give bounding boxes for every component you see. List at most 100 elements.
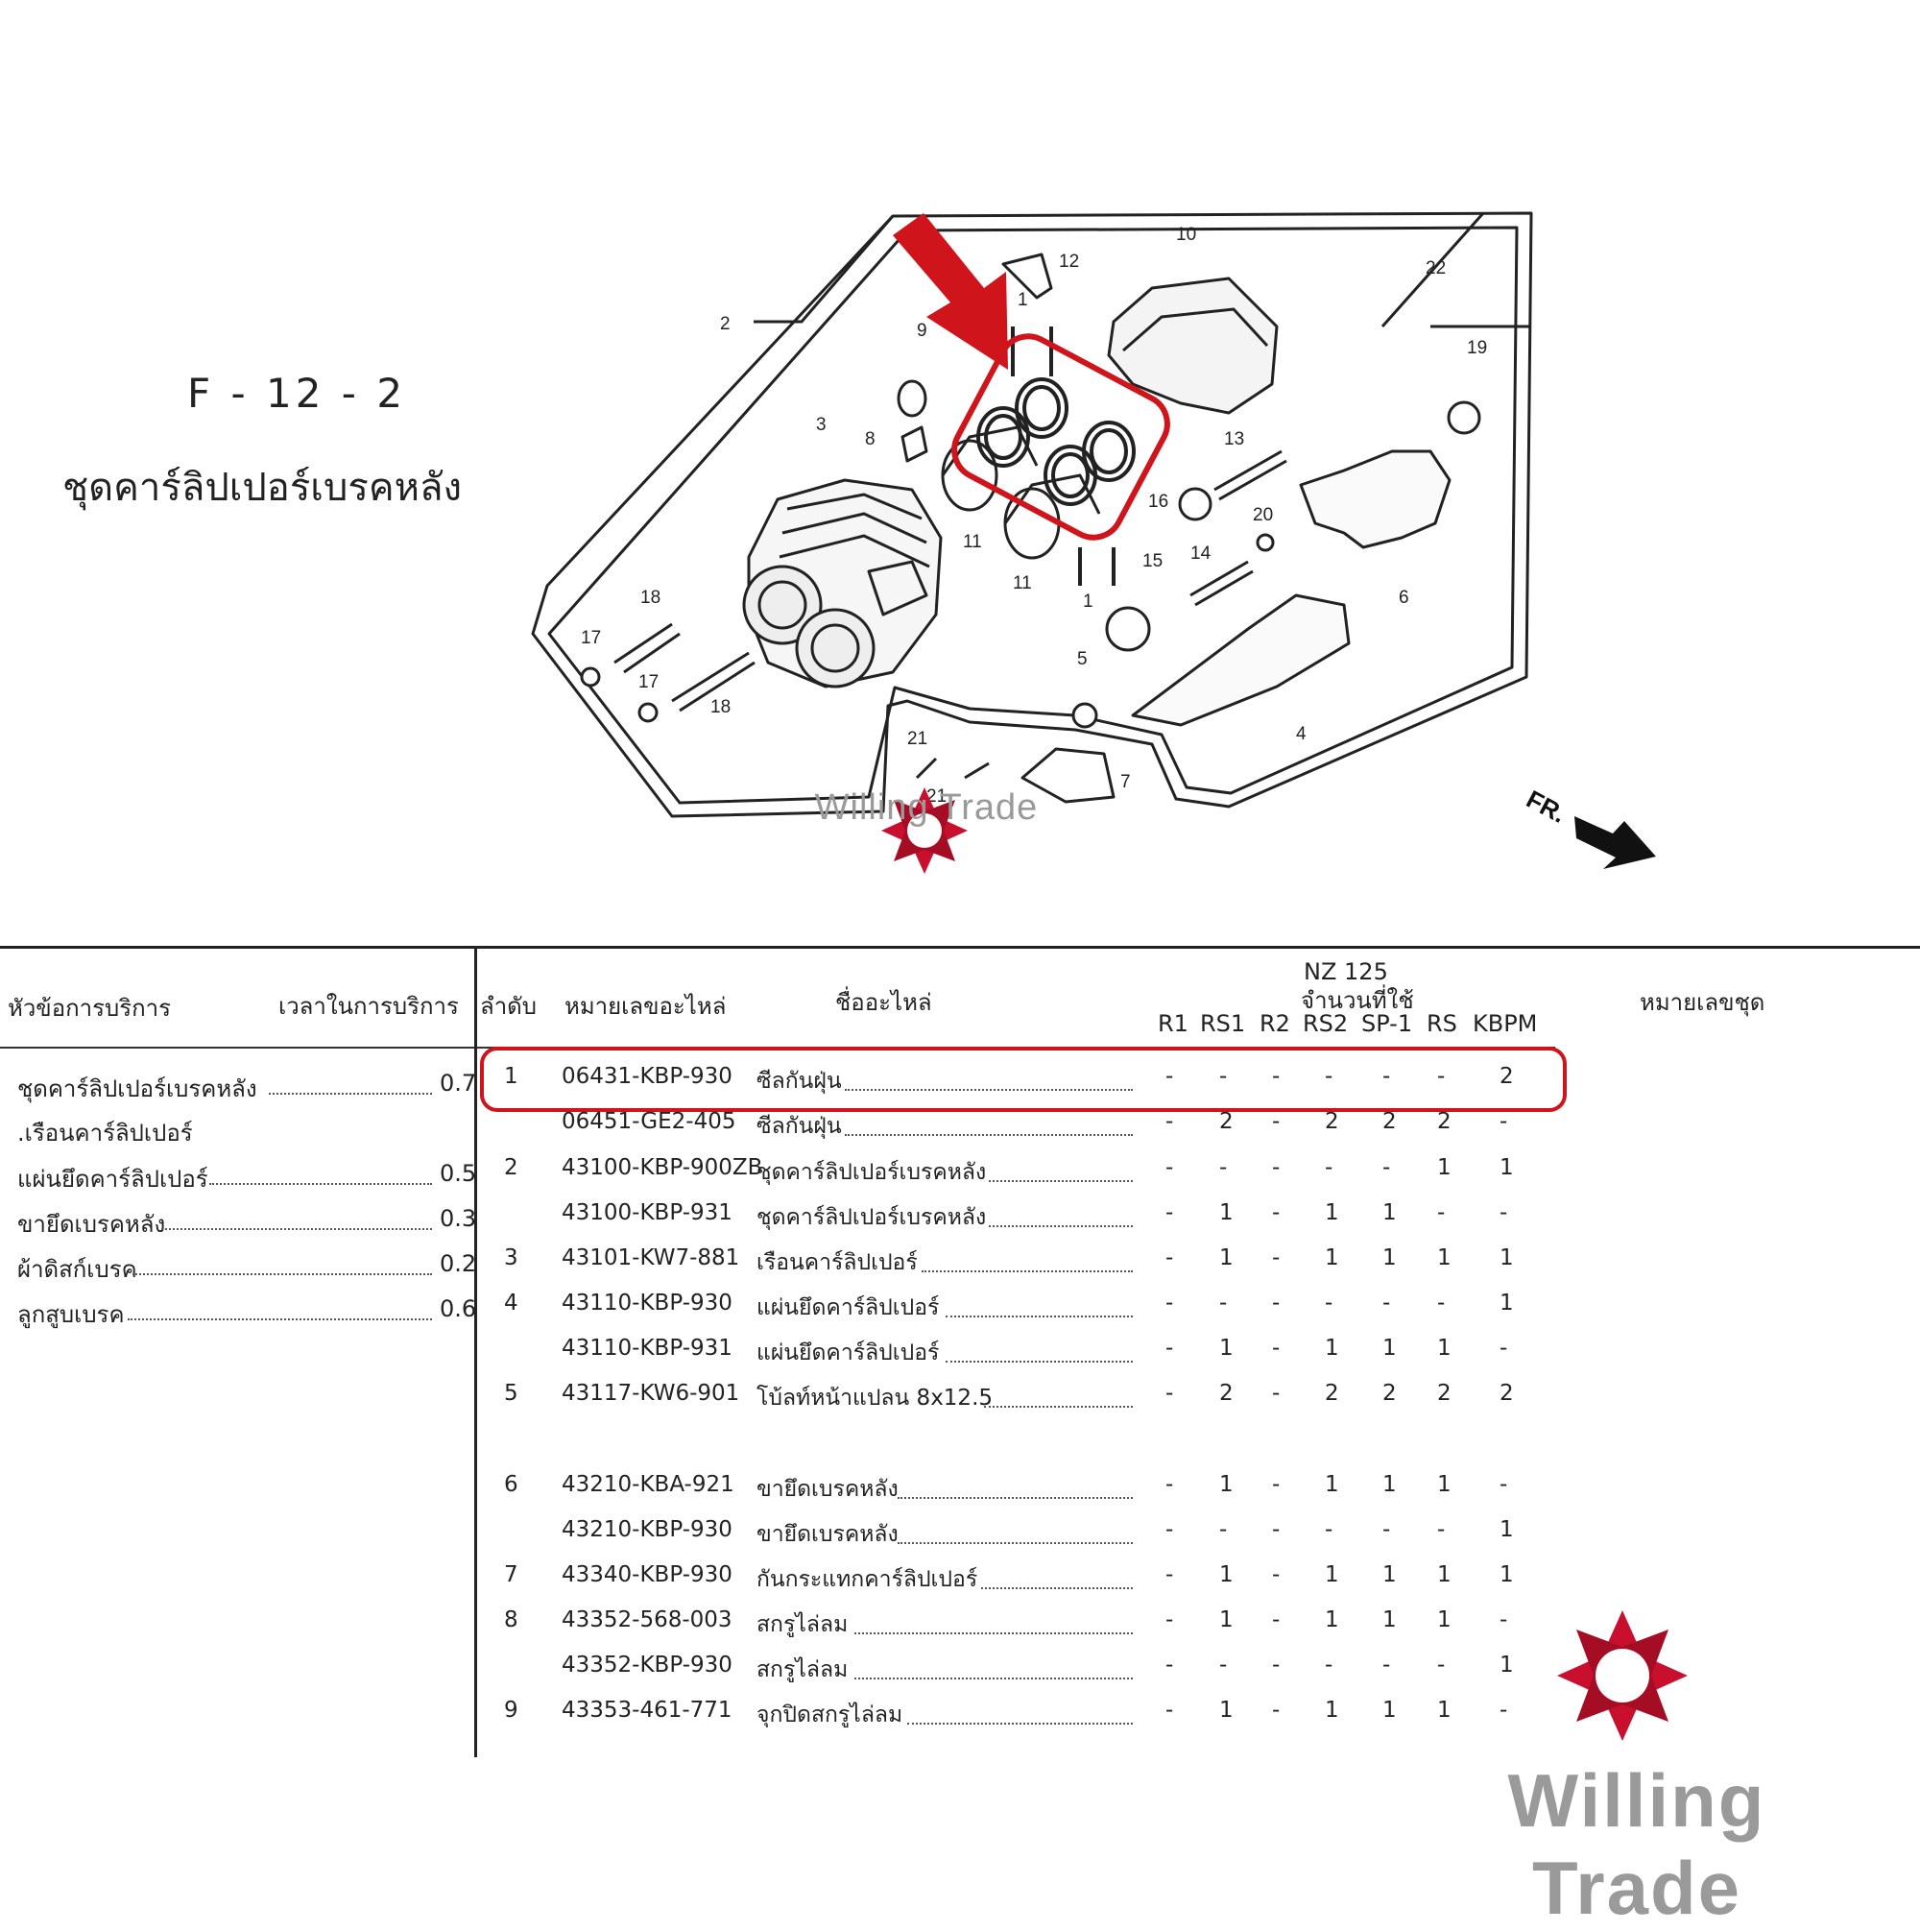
- leader-dots: [981, 1587, 1133, 1589]
- service-item-label: แผ่นยึดคาร์ลิปเปอร์: [17, 1166, 208, 1193]
- qty-kbpm: 1: [1500, 1653, 1514, 1678]
- leader-dots: [132, 1273, 432, 1275]
- qty-rs2: 2: [1325, 1109, 1339, 1134]
- svg-text:FR.: FR.: [1522, 785, 1571, 829]
- part-number: 06451-GE2-405: [562, 1109, 736, 1134]
- part-number: 43101-KW7-881: [562, 1245, 740, 1270]
- qty-sp1: -: [1382, 1653, 1391, 1678]
- part-number: 43100-KBP-931: [562, 1200, 732, 1225]
- qty-sp1: 1: [1382, 1562, 1397, 1587]
- stopper-plate-part: [1131, 593, 1351, 727]
- callout-number: 5: [1077, 649, 1088, 669]
- part-number: 43117-KW6-901: [562, 1381, 740, 1406]
- header-model: NZ 125: [1304, 958, 1388, 985]
- willing-trade-logo-small: [881, 787, 968, 874]
- ref-no: 8: [504, 1607, 518, 1632]
- bushing-19: [1447, 400, 1481, 435]
- header-variant-r1: R1: [1158, 1010, 1188, 1037]
- callout-number: 4: [1296, 724, 1307, 744]
- ref-no: 9: [504, 1698, 518, 1723]
- qty-r2: -: [1272, 1517, 1281, 1542]
- qty-rs1: -: [1219, 1064, 1228, 1089]
- qty-r2: -: [1272, 1064, 1281, 1089]
- qty-rs2: 1: [1325, 1607, 1339, 1632]
- qty-kbpm: 1: [1500, 1291, 1514, 1316]
- qty-rs: -: [1437, 1064, 1446, 1089]
- row-highlight-box: [480, 1047, 1567, 1112]
- service-item-label: ชุดคาร์ลิปเปอร์เบรคหลัง: [17, 1075, 257, 1102]
- service-item: ขายึดเบรคหลัง 0.3: [17, 1205, 476, 1238]
- qty-r1: -: [1165, 1336, 1174, 1361]
- watermark-small: Willing Trade: [806, 787, 1046, 829]
- qty-sp1: -: [1382, 1291, 1391, 1316]
- table-row: 06451-GE2-405 ซีลกันฝุ่น - 2 - 2 2 2 -: [0, 1109, 1920, 1147]
- callout-number: 22: [1426, 258, 1446, 278]
- part-name: สกรูไล่ลม: [756, 1612, 849, 1637]
- callout-number: 15: [1142, 551, 1163, 571]
- table-row: 5 43117-KW6-901 โบ้ลท์หน้าแปลน 8x12.5 - …: [0, 1381, 1920, 1419]
- leader-dots: [907, 1723, 1133, 1725]
- part-name: ชุดคาร์ลิปเปอร์เบรคหลัง: [756, 1205, 987, 1230]
- callout-number: 1: [1083, 592, 1093, 612]
- part-number: 43210-KBP-930: [562, 1517, 732, 1542]
- qty-rs: 1: [1437, 1607, 1452, 1632]
- seal-highlight-box: [951, 333, 1170, 541]
- header-variant-rs2: RS2: [1303, 1010, 1349, 1037]
- leader-dots: [898, 1542, 1133, 1544]
- qty-r2: -: [1272, 1381, 1281, 1406]
- qty-rs1: 1: [1219, 1607, 1234, 1632]
- qty-rs1: 2: [1219, 1381, 1234, 1406]
- qty-sp1: 1: [1382, 1607, 1397, 1632]
- header-variant-r2: R2: [1260, 1010, 1290, 1037]
- qty-r1: -: [1165, 1517, 1174, 1542]
- table-top-rule: [0, 946, 1920, 949]
- qty-kbpm: -: [1500, 1472, 1508, 1497]
- qty-r1: -: [1165, 1245, 1174, 1270]
- leader-dots: [984, 1406, 1133, 1408]
- qty-r1: -: [1165, 1155, 1174, 1180]
- watermark-text: Willing Trade: [1507, 1758, 1766, 1930]
- service-item: ผ้าดิสก์เบรค 0.2: [17, 1250, 476, 1283]
- qty-rs1: 2: [1219, 1109, 1234, 1134]
- part-name: จุกปิดสกรูไล่ลม: [756, 1703, 903, 1727]
- table-column-divider: [474, 946, 477, 1757]
- caliper-bracket-part: [1299, 449, 1452, 549]
- qty-rs2: 1: [1325, 1562, 1339, 1587]
- table-row: 43110-KBP-931 แผ่นยึดคาร์ลิปเปอร์ - 1 - …: [0, 1336, 1920, 1374]
- leader-dots: [845, 1089, 1133, 1091]
- service-item-time: 0.3: [440, 1205, 477, 1232]
- leader-dots: [209, 1183, 432, 1185]
- part-name: ซีลกันฝุ่น: [756, 1069, 842, 1094]
- qty-kbpm: -: [1500, 1200, 1508, 1225]
- header-variant-rs: RS: [1427, 1010, 1457, 1037]
- qty-r2: -: [1272, 1245, 1281, 1270]
- service-item-label: ลูกสูบเบรค: [17, 1301, 125, 1328]
- callout-number: 18: [710, 697, 731, 717]
- qty-kbpm: -: [1500, 1607, 1508, 1632]
- callout-number: 3: [816, 415, 827, 435]
- qty-r2: -: [1272, 1653, 1281, 1678]
- qty-rs2: -: [1325, 1155, 1333, 1180]
- part-number: 43210-KBA-921: [562, 1472, 734, 1497]
- leader-dots: [898, 1497, 1133, 1499]
- qty-rs1: 1: [1219, 1245, 1234, 1270]
- callout-number: 16: [1148, 492, 1168, 512]
- qty-rs1: 1: [1219, 1562, 1234, 1587]
- callout-number: 20: [1253, 505, 1273, 525]
- part-name: ขายึดเบรคหลัง: [756, 1477, 899, 1502]
- service-item: ชุดคาร์ลิปเปอร์เบรคหลัง 0.7: [17, 1070, 476, 1102]
- callout-number: 21: [907, 729, 927, 749]
- pin-14: [1189, 560, 1254, 607]
- bolt-21: [915, 757, 990, 780]
- leader-dots: [269, 1093, 432, 1095]
- callout-number: 1: [1018, 290, 1028, 310]
- red-pointer-arrow: [893, 213, 1008, 370]
- caliper-guard-7: [1020, 747, 1116, 804]
- leader-dots: [161, 1228, 432, 1230]
- qty-rs2: 2: [1325, 1381, 1339, 1406]
- table-row: 4 43110-KBP-930 แผ่นยึดคาร์ลิปเปอร์ - - …: [0, 1291, 1920, 1329]
- qty-r2: -: [1272, 1607, 1281, 1632]
- header-variant-kbpm: KBPM: [1473, 1010, 1538, 1037]
- qty-r2: -: [1272, 1291, 1281, 1316]
- callout-number: 11: [963, 532, 982, 552]
